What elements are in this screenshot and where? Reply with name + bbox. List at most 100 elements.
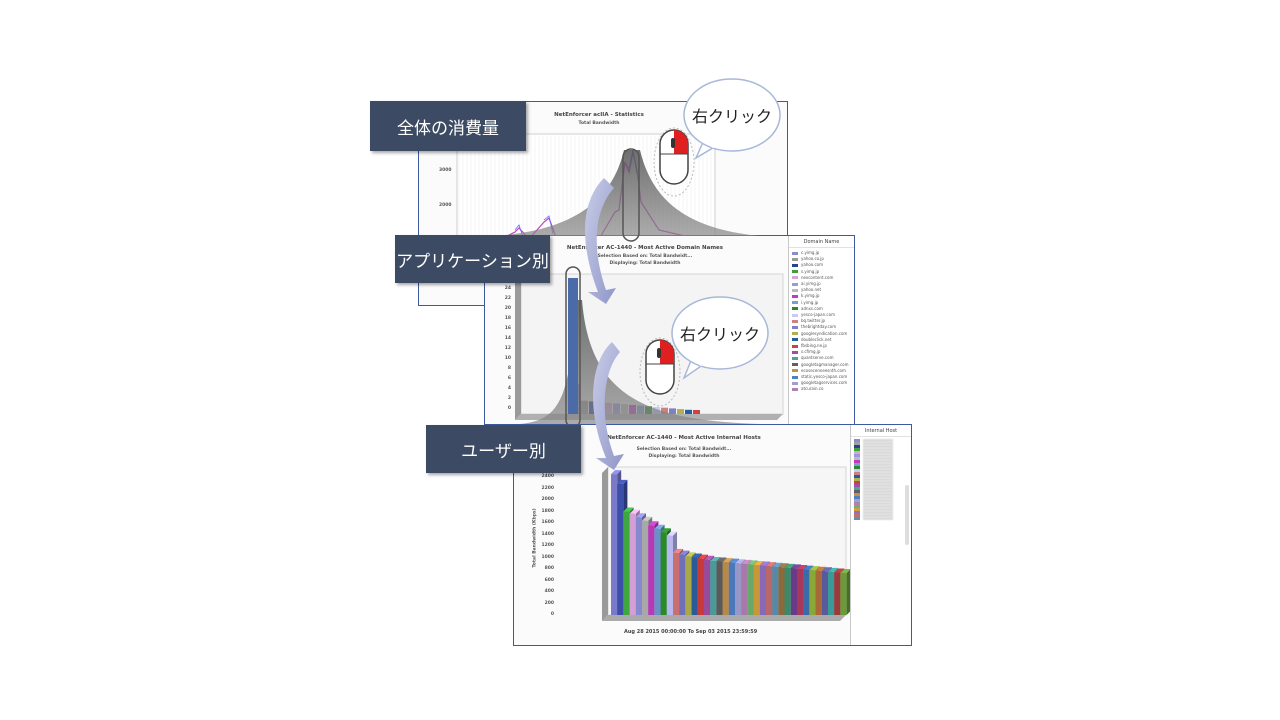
- host-bar: [722, 562, 729, 615]
- legend-swatch: [792, 251, 798, 255]
- host-bar-top: [629, 509, 640, 514]
- host-bar: [728, 562, 735, 615]
- host-bar-top: [654, 524, 665, 529]
- legend-swatch: [792, 295, 798, 299]
- host-bar-top: [635, 513, 646, 518]
- legend-item: [854, 502, 908, 505]
- label-by-application: アプリケーション別: [395, 235, 550, 283]
- legend-title: Internal Host: [851, 425, 911, 437]
- host-bar-top: [673, 548, 684, 553]
- legend-swatch: [792, 257, 798, 261]
- legend-swatch: [792, 326, 798, 330]
- legend-item: adnxs.com: [792, 306, 851, 312]
- legend-label: googletagservices.com: [801, 380, 848, 386]
- panel2-y-tick: 4: [507, 386, 511, 391]
- domain-bar: [637, 405, 644, 414]
- legend-label-blurred: [863, 466, 893, 469]
- legend-item: [854, 475, 908, 478]
- panel3-y-tick: 1400: [541, 531, 554, 537]
- legend-item: thebrightday.com: [792, 324, 851, 330]
- legend-label-blurred: [863, 484, 893, 487]
- legend-label-blurred: [863, 439, 893, 442]
- legend-swatch: [792, 307, 798, 311]
- legend-label: k.yimg.jp: [801, 293, 820, 299]
- panel2-y-tick: 12: [504, 346, 511, 351]
- panel3-y-tick: 1800: [541, 508, 554, 514]
- legend-label-blurred: [863, 505, 893, 508]
- legend-label-blurred: [863, 514, 893, 517]
- host-bar-top: [815, 566, 826, 571]
- panel2-y-tick: 6: [507, 376, 511, 381]
- legend-label-blurred: [863, 478, 893, 481]
- legend-item: [854, 457, 908, 460]
- legend-item: c.yimg.jp: [792, 250, 851, 256]
- host-bar: [772, 566, 779, 615]
- host-bar: [648, 525, 655, 615]
- legend-label: yahoo.net: [801, 287, 822, 293]
- legend-title: Domain Name: [789, 236, 854, 248]
- host-bar-top: [747, 560, 758, 565]
- legend-swatch: [854, 517, 860, 520]
- legend-label-blurred: [863, 481, 893, 484]
- host-bar-top: [797, 565, 808, 569]
- legend-label-blurred: [863, 469, 893, 472]
- legend-item: [854, 445, 908, 448]
- panel1-tick-3000: 3000: [439, 168, 452, 173]
- right-click-label-1: 右クリック: [691, 107, 772, 126]
- host-bar: [716, 561, 723, 615]
- legend-swatch: [792, 388, 798, 392]
- legend-label-blurred: [863, 472, 893, 475]
- panel2-title: NetEnforcer AC-1440 - Most Active Domain…: [566, 245, 724, 251]
- legend-label: adnxs.com: [801, 305, 823, 311]
- legend-label: doubleclick.net: [801, 336, 832, 342]
- legend-item: googlesyndication.com: [792, 331, 851, 337]
- legend-swatch: [854, 490, 860, 493]
- host-bar: [840, 573, 847, 615]
- legend-item: i.yimg.jp: [792, 300, 851, 306]
- host-bar: [766, 566, 773, 615]
- host-bar: [704, 559, 711, 615]
- legend-swatch: [854, 487, 860, 490]
- panel2-y-tick: 0: [507, 406, 511, 411]
- panel3-y-tick: 2000: [541, 497, 554, 502]
- legend-item: [854, 472, 908, 475]
- panel3-y-tick: 2400: [541, 474, 554, 479]
- host-bar: [685, 556, 692, 615]
- panel2-subtitle-1: Selection Based on: Total Bandwidt...: [597, 254, 693, 259]
- legend-item: [854, 448, 908, 451]
- legend-swatch: [792, 350, 798, 354]
- legend-label: atcurain.co: [801, 386, 824, 392]
- legend-swatch: [792, 363, 798, 367]
- host-bar-top: [753, 560, 764, 565]
- legend-scrollbar[interactable]: [905, 485, 909, 545]
- host-bar-top: [679, 550, 690, 555]
- host-bar-top: [735, 559, 746, 564]
- domain-bar: [693, 410, 700, 414]
- host-bar: [642, 520, 649, 615]
- legend-swatch: [854, 469, 860, 472]
- panel3-y-tick: 400: [544, 589, 554, 594]
- legend-swatch: [854, 478, 860, 481]
- host-bar: [759, 565, 766, 615]
- host-bar-top: [766, 562, 777, 567]
- legend-swatch: [854, 466, 860, 469]
- host-bar-top: [834, 568, 845, 573]
- label-total-consumption: 全体の消費量: [370, 101, 526, 151]
- panel2-y-tick: 24: [504, 286, 511, 291]
- legend-item: [854, 439, 908, 442]
- legend-swatch: [792, 301, 798, 305]
- legend-label-blurred: [863, 457, 893, 460]
- domain-bar: [653, 407, 660, 414]
- domain-bar: [589, 401, 596, 414]
- host-bar-top: [759, 561, 770, 566]
- legend-item: ecosecenneesnth.com: [792, 368, 851, 374]
- legend-item: yahoo.net: [792, 287, 851, 293]
- legend-swatch: [854, 442, 860, 445]
- legend-item: [854, 463, 908, 466]
- legend-item: yahoo.com: [792, 262, 851, 268]
- legend-label: quantserve.com: [801, 355, 834, 361]
- host-bar: [821, 571, 828, 615]
- legend-label-blurred: [863, 493, 893, 496]
- panel2-y-tick: 14: [504, 336, 511, 341]
- legend-label-blurred: [863, 511, 893, 514]
